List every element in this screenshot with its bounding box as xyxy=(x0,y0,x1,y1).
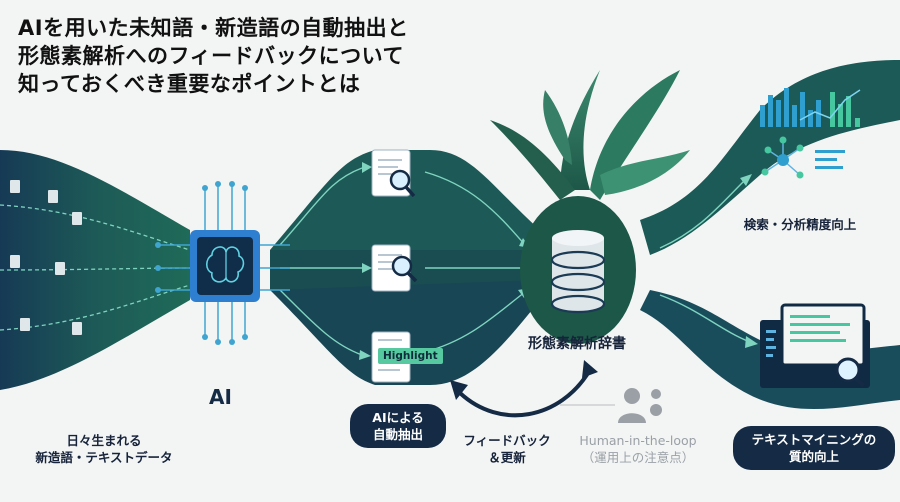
extraction-badge: AIによる 自動抽出 xyxy=(350,404,446,448)
input-flow-band xyxy=(0,150,190,390)
monitor-icon xyxy=(760,303,870,388)
text-mining-badge: テキストマイニングの 質的向上 xyxy=(733,426,895,470)
human-in-loop-label: Human-in-the-loop （運用上の注意点） xyxy=(579,433,697,465)
database-icon xyxy=(550,230,606,314)
chart-icon xyxy=(760,88,861,127)
input-source-label: 日々生まれる 新造語・テキストデータ xyxy=(35,433,173,465)
title-line-3: 知っておくべき重要なポイントとは xyxy=(18,72,361,96)
ai-label: AI xyxy=(209,385,232,409)
highlight-tag: Highlight xyxy=(378,348,443,364)
brain-chip-icon xyxy=(155,181,290,345)
network-icon xyxy=(761,136,845,179)
upper-branch xyxy=(270,150,540,250)
title-line-1: AIを用いた未知語・新造語の自動抽出と xyxy=(18,16,409,40)
search-analysis-label: 検索・分析精度向上 xyxy=(743,217,857,232)
document-icon xyxy=(10,180,82,335)
page-title: AIを用いた未知語・新造語の自動抽出と 形態素解析へのフィードバックについて 知… xyxy=(18,14,409,98)
title-line-2: 形態素解析へのフィードバックについて xyxy=(18,44,404,68)
branch-arrows xyxy=(279,167,526,356)
plant-icon xyxy=(490,70,690,200)
person-gear-icon xyxy=(618,388,662,423)
feedback-arrow xyxy=(450,360,598,418)
output-arrows xyxy=(659,179,751,343)
dictionary-label: 形態素解析辞書 xyxy=(528,336,626,352)
feedback-label: フィードバック ＆更新 xyxy=(463,433,551,465)
